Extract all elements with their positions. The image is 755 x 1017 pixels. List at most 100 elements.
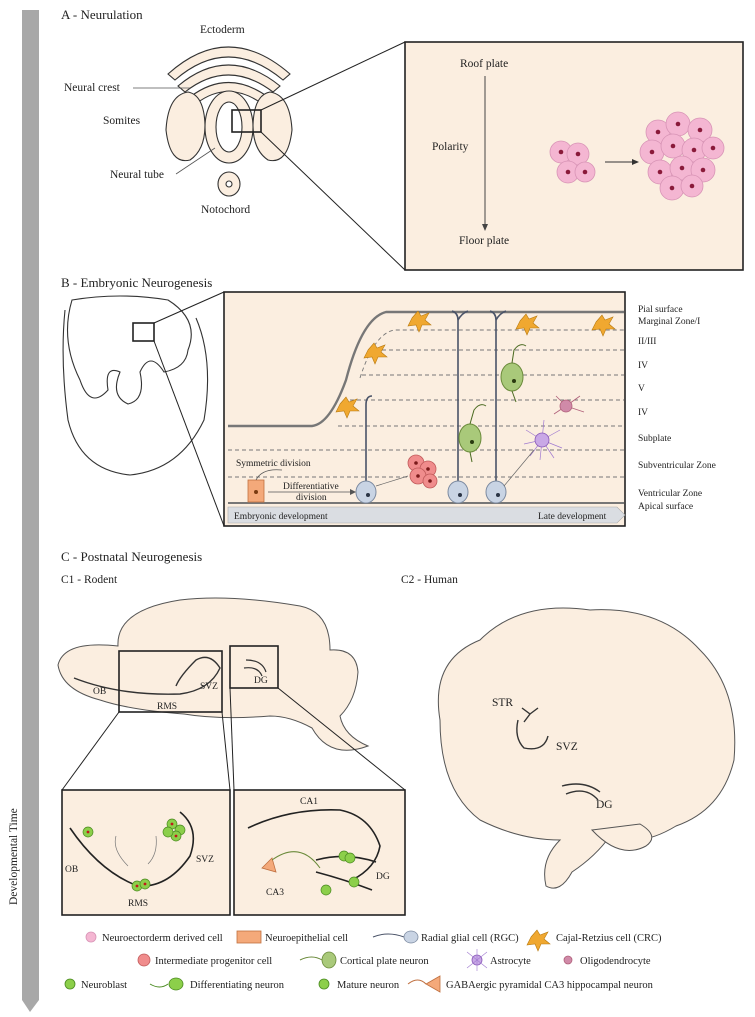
- notochord-center: [225, 180, 233, 188]
- label-late-development: Late development: [538, 512, 607, 522]
- section-c2-title: C2 - Human: [401, 574, 458, 586]
- radial-glial-fibers: [365, 310, 507, 484]
- ca3-neuron: [261, 857, 277, 873]
- label-zoom-ob: OB: [65, 865, 78, 875]
- astrocyte: [523, 419, 563, 461]
- neurulation-embryo: [165, 46, 293, 197]
- mature-neurons: [320, 850, 360, 896]
- zoom-box-b: [132, 322, 155, 342]
- legend-label: Mature neuron: [337, 980, 400, 991]
- label-neural-tube: Neural tube: [110, 169, 164, 181]
- layer-boundaries: [228, 329, 624, 478]
- layer-label: Subventricular Zone: [638, 461, 716, 471]
- cortical-plate-neurons: [458, 362, 524, 453]
- zoom-line: [153, 340, 225, 527]
- pial-surface-line: [228, 310, 624, 428]
- legend-rgc-fiber: [372, 933, 405, 938]
- label-differentiative: Differentiative: [283, 481, 339, 492]
- legend-neuroblast-swatch: [64, 978, 76, 990]
- neural-tube-lumen: [215, 101, 243, 153]
- legend-label: Neuroblast: [81, 980, 127, 991]
- label-notochord: Notochord: [201, 204, 250, 216]
- growth-arrowhead: [632, 159, 639, 165]
- human-brain: [437, 607, 736, 889]
- label-symmetric-division: Symmetric division: [236, 459, 311, 469]
- label-ectoderm: Ectoderm: [200, 24, 245, 36]
- rodent-rms-zoom-panel: [61, 789, 231, 916]
- leader-line: [175, 147, 216, 175]
- zoom-box-dg: [229, 645, 279, 689]
- label-roof-plate: Roof plate: [460, 58, 508, 70]
- polarity-arrowhead: [482, 224, 488, 231]
- legend: Neuroectorderm derived cell Neuroepithel…: [64, 929, 662, 993]
- development-arrow: [227, 506, 626, 524]
- rodent-brain: [57, 597, 370, 751]
- rodent-dg-path: [243, 659, 267, 677]
- layer-label: Subplate: [638, 434, 671, 444]
- human-dg-path: [561, 783, 601, 801]
- human-cerebellum: [590, 823, 653, 851]
- embryonic-brain-outline: [62, 309, 209, 476]
- layer-label: Apical surface: [638, 501, 693, 512]
- legend-neuroectoderm-swatch: [85, 931, 97, 943]
- embryonic-brain-section: [66, 295, 192, 405]
- legend-gaba-swatch: [425, 975, 441, 993]
- legend-crc-swatch: [526, 929, 551, 952]
- rodent-rms-path: [73, 656, 221, 695]
- section-b-title: B - Embryonic Neurogenesis: [61, 275, 212, 290]
- legend-label: Differentiating neuron: [190, 980, 285, 991]
- legend-rgc-swatch: [403, 930, 419, 944]
- label-floor-plate: Floor plate: [459, 235, 509, 247]
- legend-label: Cortical plate neuron: [340, 956, 429, 967]
- legend-label: Intermediate progenitor cell: [155, 956, 272, 967]
- hippocampus-ca-path: [247, 809, 381, 881]
- label-ca3: CA3: [266, 888, 284, 898]
- somite-left: [165, 91, 206, 162]
- section-c-title: C - Postnatal Neurogenesis: [61, 549, 202, 564]
- zoom-line: [277, 687, 406, 791]
- migration-arrow: [147, 835, 157, 865]
- ectoderm-layer: [177, 64, 281, 93]
- label-zoom-svz: SVZ: [196, 855, 214, 865]
- label-str: STR: [492, 697, 513, 709]
- label-division: division: [296, 493, 327, 503]
- legend-label: Neuroectorderm derived cell: [102, 933, 223, 944]
- layer-label: II/III: [638, 337, 656, 347]
- rms-pathway: [69, 811, 195, 887]
- symmetric-division-arrow: [255, 469, 283, 481]
- cajal-retzius-cells: [335, 310, 616, 419]
- zoom-box-rms: [118, 650, 223, 713]
- label-svz: SVZ: [200, 682, 218, 692]
- oligodendrocyte: [553, 395, 585, 415]
- layer-label: Ventricular Zone: [638, 489, 702, 499]
- legend-cortical-fiber: [299, 956, 323, 961]
- legend-label: Cajal-Retzius cell (CRC): [556, 933, 662, 944]
- legend-cortical-swatch: [321, 951, 337, 969]
- zoom-line: [61, 711, 120, 791]
- neurogenesis-zoom-panel: [223, 291, 626, 527]
- layer-label: Pial surface: [638, 304, 683, 315]
- label-ca1: CA1: [300, 797, 318, 807]
- label-zoom-dg: DG: [376, 872, 390, 882]
- legend-diff-fiber: [149, 983, 169, 988]
- rodent-dg-zoom-panel: [233, 789, 406, 916]
- label-polarity: Polarity: [432, 141, 469, 153]
- label-human-svz: SVZ: [556, 741, 578, 753]
- ectoderm-layer: [167, 46, 291, 81]
- layer-label: V: [638, 384, 645, 394]
- legend-label: Radial glial cell (RGC): [421, 933, 519, 944]
- zoom-line: [221, 711, 231, 791]
- section-a-title: A - Neurulation: [61, 7, 143, 22]
- label-rms: RMS: [157, 702, 177, 712]
- layer-label: IV: [638, 408, 648, 418]
- human-striatum-svz-path: [516, 707, 549, 750]
- migration-arrow: [114, 835, 129, 867]
- label-somites: Somites: [103, 115, 141, 127]
- legend-label: Neuroepithelial cell: [265, 933, 348, 944]
- legend-astrocyte-processes: [466, 949, 488, 971]
- legend-mature-swatch: [318, 978, 330, 990]
- label-neural-crest: Neural crest: [64, 82, 121, 94]
- legend-label: GABAergic pyramidal CA3 hippocampal neur…: [446, 980, 654, 991]
